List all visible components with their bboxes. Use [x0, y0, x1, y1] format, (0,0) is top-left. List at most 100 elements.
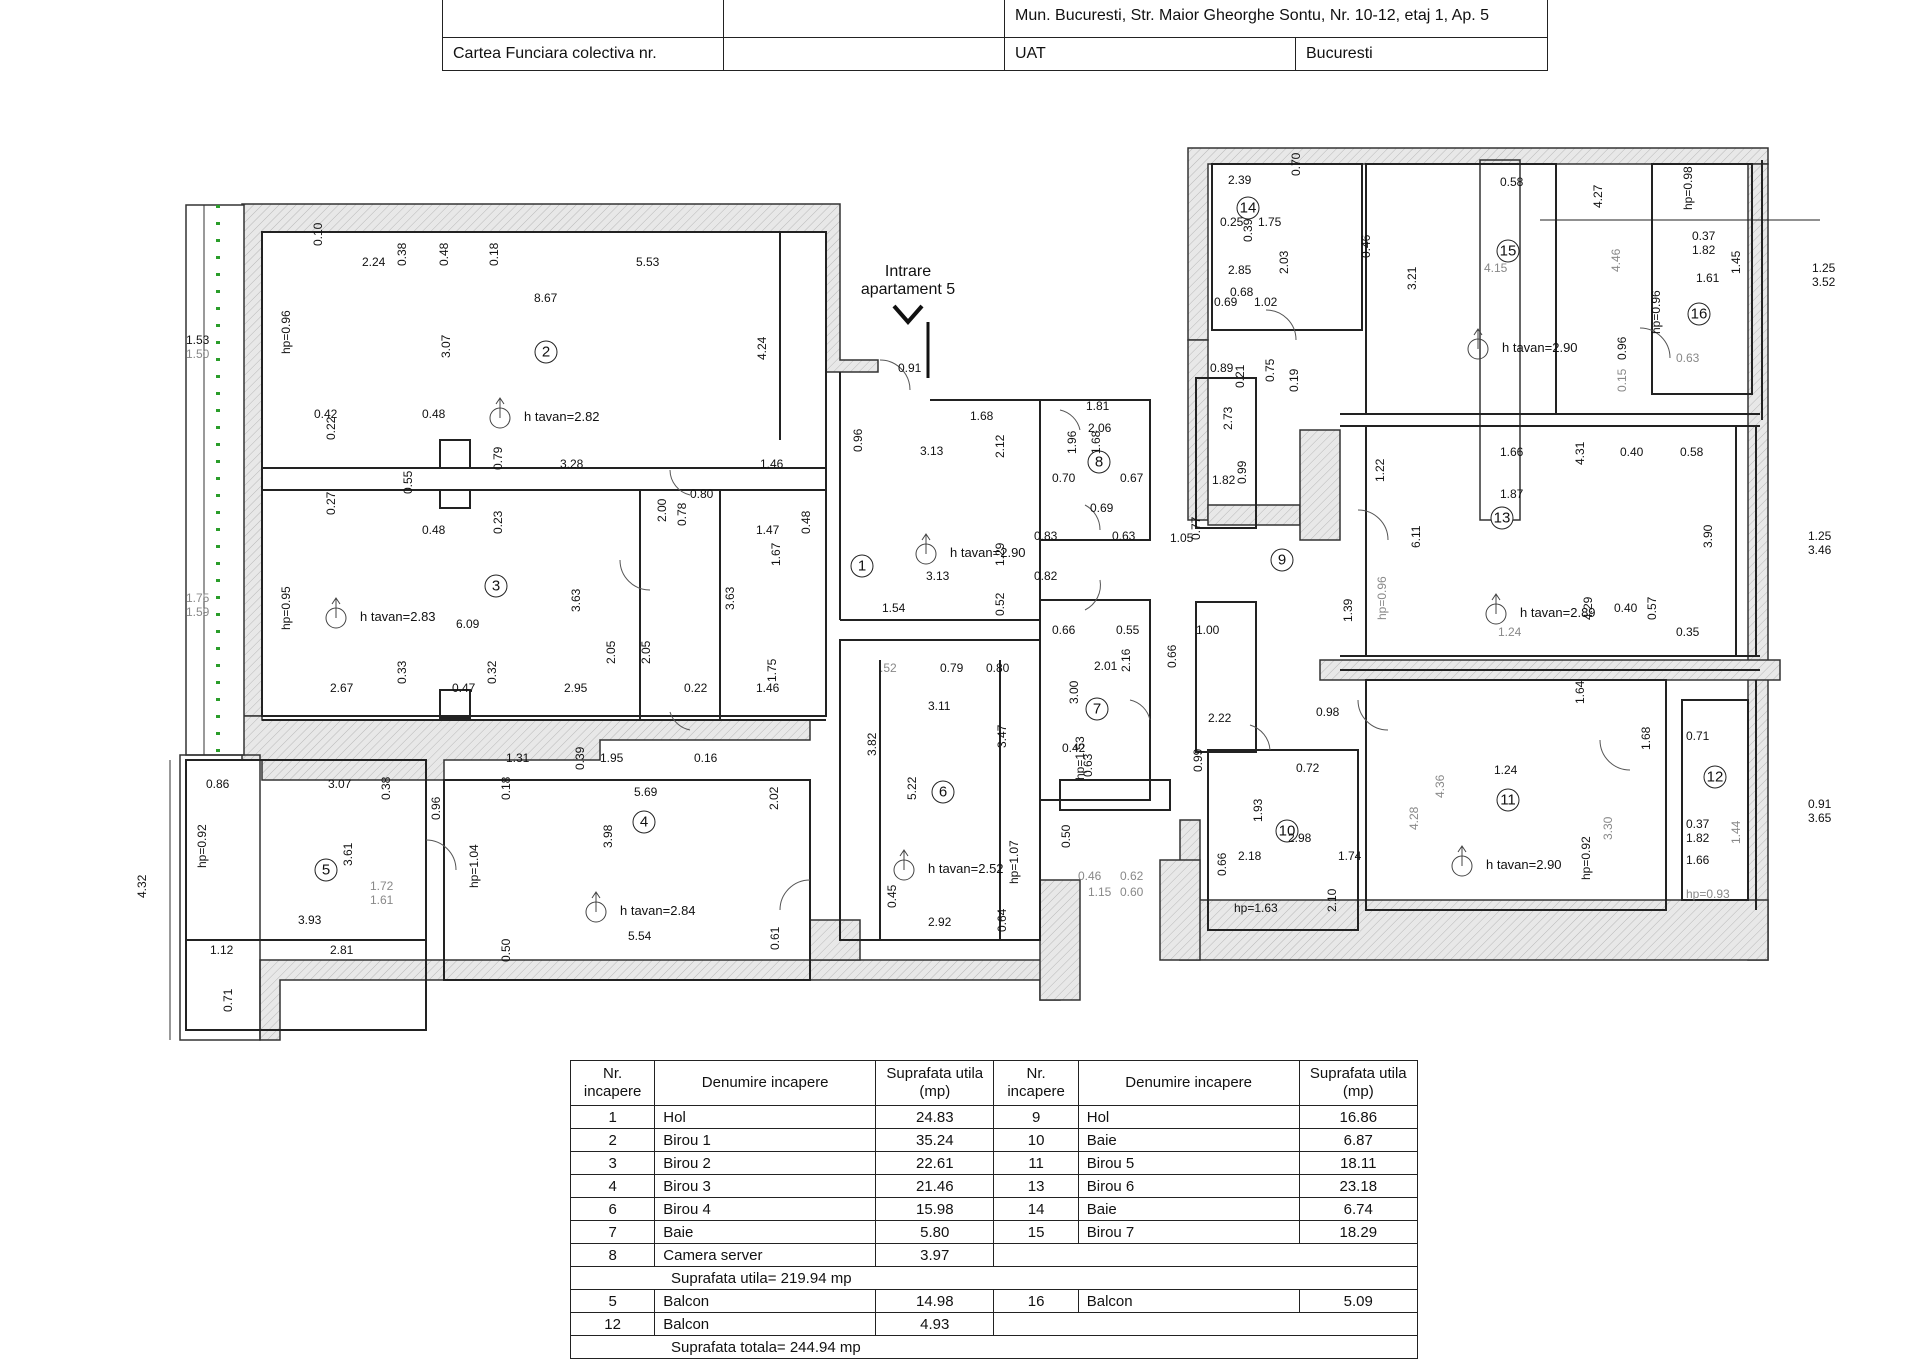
dimension-label: 0.72: [1296, 761, 1320, 775]
dimension-label: 0.46: [1078, 869, 1102, 883]
dimension-label: 0.10: [311, 222, 325, 246]
dimension-label: 1.46: [760, 457, 784, 471]
dimension-label: 0.96: [851, 428, 865, 452]
room-marker: 7: [1085, 697, 1109, 721]
dimension-label: 0.61: [768, 926, 782, 950]
floor-plan: Intrare apartament 5 1234567891011121314…: [135, 147, 1836, 1041]
dimension-label: 1.25: [1812, 261, 1836, 275]
uat-value: Bucuresti: [1295, 37, 1548, 71]
dimension-label: 2.16: [1119, 648, 1133, 672]
dimension-label: 0.40: [1620, 445, 1644, 459]
dimension-label: 3.63: [723, 586, 737, 610]
dimension-label: 2.01: [1094, 659, 1118, 673]
ceiling-marker: h tavan=2.84: [585, 891, 696, 923]
ceiling-marker: h tavan=2.83: [325, 597, 436, 629]
dimension-label: 0.70: [1289, 152, 1303, 176]
room-marker: 10: [1275, 819, 1299, 843]
dimension-label: 1.68: [1639, 726, 1653, 750]
dimension-label: 3.47: [995, 724, 1009, 748]
dimension-label: 1.72: [370, 879, 394, 893]
room-marker: 1: [850, 554, 874, 578]
dimension-label: 0.91: [1808, 797, 1832, 811]
useful-total-row: Suprafata utila= 219.94 mp: [570, 1266, 1418, 1290]
dimension-label: 0.69: [1214, 295, 1238, 309]
dimension-label: 0.18: [499, 776, 513, 800]
dimension-label: 0.55: [1116, 623, 1140, 637]
dimension-label: 0.21: [1233, 364, 1247, 388]
header-nr: Nr. incapere: [993, 1060, 1079, 1106]
dimension-label: 1.95: [600, 751, 624, 765]
room-number: 16: [1691, 306, 1708, 323]
entrance-label-line1: Intrare: [885, 263, 931, 280]
dimension-label: hp=0.95: [279, 586, 293, 630]
room-number: 6: [939, 784, 947, 801]
dimension-label: 4.36: [1433, 774, 1447, 798]
dimension-label: 0.98: [1316, 705, 1340, 719]
dimension-label: 3.63: [569, 588, 583, 612]
dimension-label: 0.38: [379, 776, 393, 800]
dimension-label: hp=0.98: [1681, 166, 1695, 210]
dimension-label: 2.39: [1228, 173, 1252, 187]
dimension-label: 3.00: [1067, 680, 1081, 704]
dimension-label: 3.52: [1812, 275, 1836, 289]
room-number: 11: [1500, 792, 1516, 809]
room-marker: 3: [484, 574, 508, 598]
dimension-label: 4.32: [135, 874, 149, 898]
dimension-label: .52: [880, 661, 897, 675]
dimension-label: 1.82: [1686, 831, 1710, 845]
room-number: 13: [1494, 510, 1511, 527]
room-marker: 16: [1687, 302, 1711, 326]
dimension-label: 3.98: [601, 824, 615, 848]
interior-walls: [185, 160, 1820, 1031]
dimension-label: 1.75: [765, 658, 779, 682]
dimension-label: 0.64: [995, 908, 1009, 932]
dimension-label: 0.66: [1215, 852, 1229, 876]
room-number: 14: [1240, 200, 1257, 217]
dimension-label: 0.48: [422, 523, 446, 537]
room-number: 15: [1500, 243, 1517, 260]
header-name: Denumire incapere: [1077, 1060, 1300, 1106]
ceiling-height-label: h tavan=2.89: [1520, 605, 1596, 620]
dimension-label: 0.82: [1034, 569, 1058, 583]
dimension-label: 0.80: [690, 487, 714, 501]
dimension-label: 1.75: [1258, 215, 1282, 229]
dimension-label: 0.63: [1081, 753, 1095, 777]
room-number: 5: [322, 862, 330, 879]
dimension-label: 0.67: [1120, 471, 1144, 485]
dimension-label: 0.71: [221, 988, 235, 1012]
dimension-label: 0.15: [1615, 368, 1629, 392]
dimension-label: 1.45: [1729, 250, 1743, 274]
dimension-label: 4.31: [1573, 441, 1587, 465]
dimension-label: hp=0.92: [1579, 836, 1593, 880]
dimension-label: hp=0.96: [1649, 290, 1663, 334]
property-header-table: Mun. Bucuresti, Str. Maior Gheorghe Sont…: [442, 0, 1548, 71]
dimension-label: 0.48: [422, 407, 446, 421]
dimension-label: 0.35: [1676, 625, 1700, 639]
dimension-label: 3.13: [926, 569, 950, 583]
dimension-label: 0.70: [1052, 471, 1076, 485]
dimension-label: 0.48: [799, 510, 813, 534]
dimension-label: 1.02: [1254, 295, 1278, 309]
dimension-label: 0.25: [1220, 215, 1244, 229]
dimension-label: 0.40: [1614, 601, 1638, 615]
dimension-label: 1.74: [1338, 849, 1362, 863]
dimension-label: 5.22: [905, 776, 919, 800]
dimension-label: 1.53: [186, 333, 210, 347]
dimension-label: 1.39: [1341, 598, 1355, 622]
room-marker: 6: [931, 780, 955, 804]
dimension-label: 0.91: [898, 361, 922, 375]
door-swings: [425, 309, 1671, 911]
dimension-label: 0.78: [675, 502, 689, 526]
dimension-label: hp=0.96: [1375, 576, 1389, 620]
header-area: Suprafata utila (mp): [875, 1060, 995, 1106]
dimension-label: 0.23: [491, 510, 505, 534]
ceiling-height-label: h tavan=2.84: [620, 903, 696, 918]
room-number: 9: [1278, 552, 1286, 569]
dimension-label: 1.82: [1692, 243, 1716, 257]
dimension-label: 0.58: [1500, 175, 1524, 189]
room-marker: 2: [534, 340, 558, 364]
